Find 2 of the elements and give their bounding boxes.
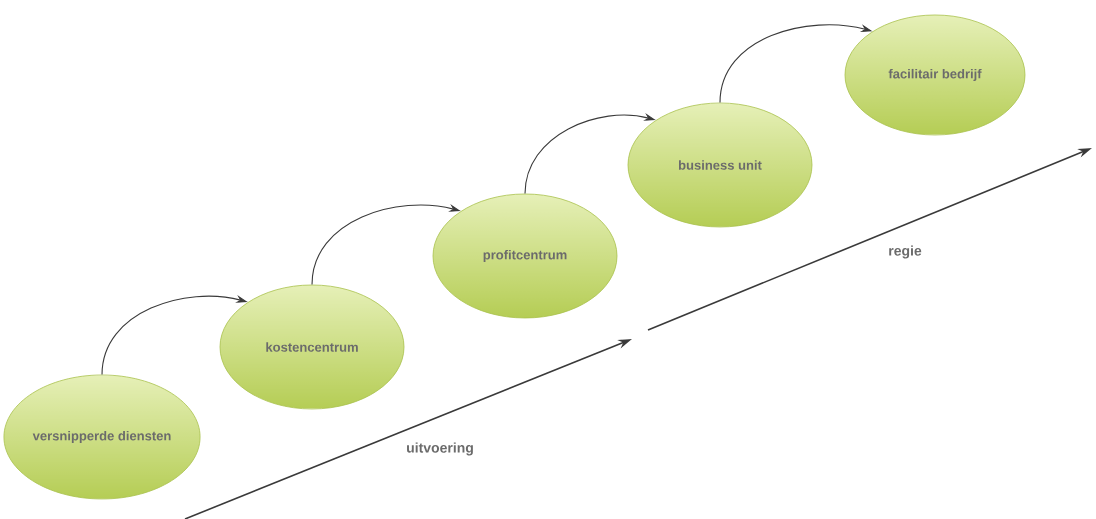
- axis-label: uitvoering: [407, 442, 473, 456]
- axis-label: regie: [889, 245, 922, 259]
